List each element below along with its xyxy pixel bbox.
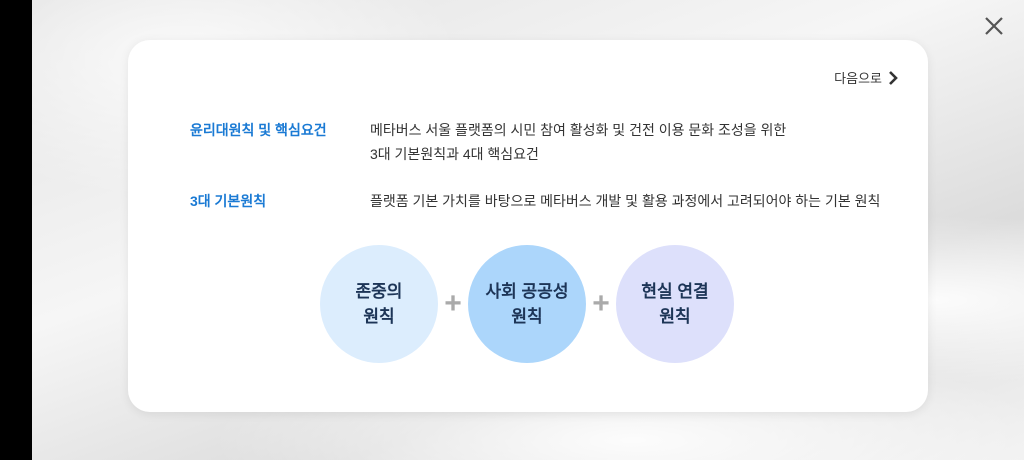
chevron-right-icon [889, 70, 898, 85]
next-button[interactable]: 다음으로 [834, 68, 898, 87]
row-value-line: 3대 기본원칙과 4대 핵심요건 [370, 146, 539, 162]
plus-icon: + [592, 287, 610, 320]
principle-title: 존중의 [355, 282, 403, 301]
row-value-line: 플랫폼 기본 가치를 바탕으로 메타버스 개발 및 활용 과정에서 고려되어야 … [370, 193, 881, 209]
row-key: 3대 기본원칙 [190, 193, 267, 209]
row-key: 윤리대원칙 및 핵심요건 [190, 122, 327, 138]
row-principles: 3대 기본원칙 플랫폼 기본 가치를 바탕으로 메타버스 개발 및 활용 과정에… [190, 189, 880, 213]
principle-title: 현실 연결 [641, 282, 709, 301]
left-black-bar [0, 0, 32, 460]
row-value-line: 메타버스 서울 플랫폼의 시민 참여 활성화 및 건전 이용 문화 조성을 위한 [370, 122, 787, 138]
principle-title: 사회 공공성 [485, 282, 569, 301]
close-icon [985, 17, 1003, 35]
info-card: 다음으로 윤리대원칙 및 핵심요건 메타버스 서울 플랫폼의 시민 참여 활성화… [128, 40, 928, 412]
next-label: 다음으로 [834, 71, 882, 86]
principle-subtitle: 원칙 [363, 307, 395, 326]
row-ethics: 윤리대원칙 및 핵심요건 메타버스 서울 플랫폼의 시민 참여 활성화 및 건전… [190, 118, 786, 166]
principle-subtitle: 원칙 [659, 307, 691, 326]
principle-subtitle: 원칙 [511, 307, 543, 326]
close-button[interactable] [982, 14, 1006, 38]
plus-icon: + [444, 287, 462, 320]
